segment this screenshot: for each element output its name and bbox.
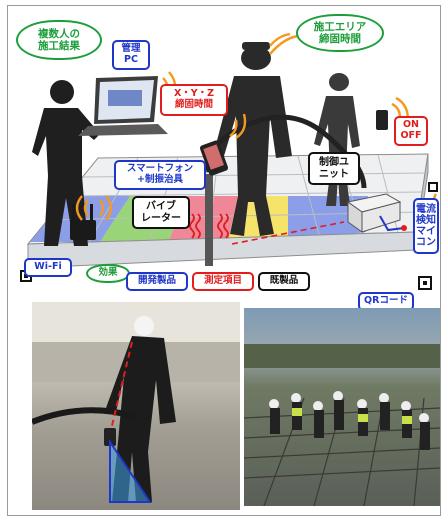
legend-dev-product: 開発製品 xyxy=(126,272,188,291)
worker-silhouette-left xyxy=(32,80,100,246)
label-multi-results: 複数人の施工結果 xyxy=(16,20,102,61)
site-photo-crew xyxy=(244,308,440,506)
hose-photo xyxy=(32,407,138,425)
legend-measure-item: 測定項目 xyxy=(192,272,254,291)
label-control-unit: 制御ユニット xyxy=(308,152,360,185)
remote-phone-illustration xyxy=(376,110,388,130)
mcu-wire xyxy=(379,215,405,232)
label-area-time: 施工エリア締固時間 xyxy=(296,14,384,53)
laptop-illustration xyxy=(78,76,168,136)
vibration-marks xyxy=(189,213,229,239)
wifi-router-illustration xyxy=(70,204,96,240)
label-vibrator: バイブレーター xyxy=(132,196,190,229)
legend-existing-product: 既製品 xyxy=(258,272,310,291)
label-wifi: Wi-Fi xyxy=(24,258,72,277)
label-effect: 効果 xyxy=(86,264,130,283)
label-current-mcu: 電流検知マイコン xyxy=(413,198,439,254)
control-unit-illustration xyxy=(346,193,402,233)
smartphone-illustration xyxy=(199,140,229,176)
vibration-zone-triangle xyxy=(109,438,152,503)
site-photo-worker xyxy=(32,302,240,510)
smartphone-photo xyxy=(104,428,116,446)
worker-silhouette-right xyxy=(314,73,360,206)
label-smartphone: スマートフォン+制振治具 xyxy=(114,160,206,190)
measure-line xyxy=(231,221,345,245)
